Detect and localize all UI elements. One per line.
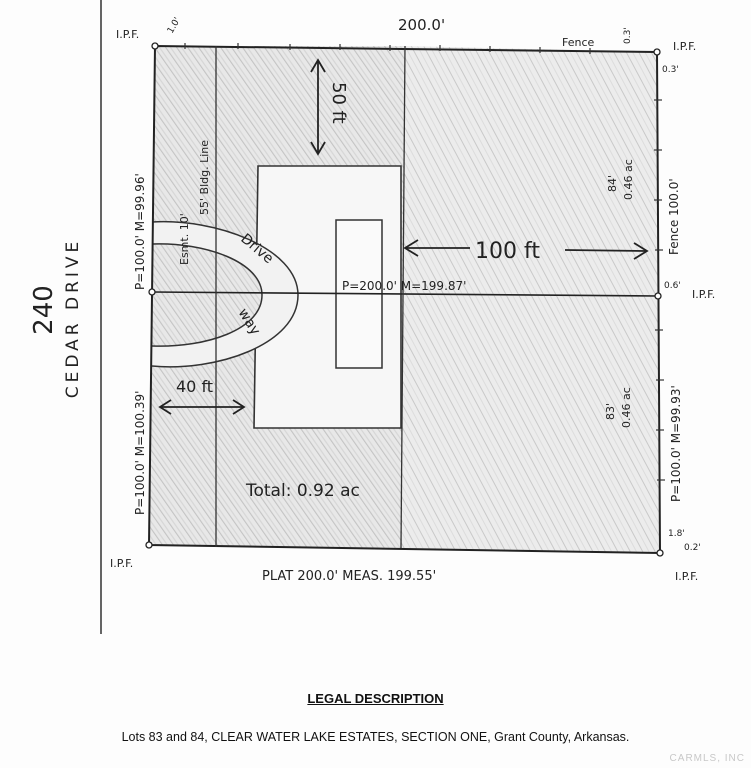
street-number: 240	[29, 285, 59, 335]
lot-83-area: 0.46 ac	[620, 387, 633, 428]
lot-shaded-east	[401, 46, 660, 553]
right-bottom-offset-b: 0.2'	[684, 543, 701, 553]
corner-pins	[145, 42, 664, 557]
top-fence-label: Fence	[562, 36, 595, 49]
top-right-offset-b: 0.3'	[662, 65, 679, 75]
top-fence-ticks	[184, 43, 591, 54]
street-name: CEDAR DRIVE	[63, 238, 83, 399]
driveway-inner	[151, 243, 263, 347]
dimension-100ft-arrow	[403, 239, 649, 260]
legal-description-title: LEGAL DESCRIPTION	[307, 691, 444, 706]
dimension-50ft-arrow	[310, 58, 326, 156]
right-mid-offset: 0.6'	[664, 281, 681, 291]
right-upper-fence-label: Fence 100.0'	[667, 178, 681, 255]
corner-label-top-right: I.P.F.	[673, 40, 696, 53]
corner-label-bottom-right: I.P.F.	[675, 570, 698, 583]
top-boundary-length: 200.0'	[398, 16, 445, 34]
dimension-50ft-label: 50 ft	[328, 82, 349, 124]
lot-84-number: 84'	[606, 175, 619, 192]
dimension-100ft-label: 100 ft	[475, 239, 540, 264]
bottom-boundary-length: PLAT 200.0' MEAS. 199.55'	[262, 569, 436, 584]
left-lower-measure: P=100.0' M=100.39'	[133, 391, 147, 515]
easement-label: Esmt. 10'	[178, 213, 191, 265]
middle-line-measure: P=200.0' M=199.87'	[342, 279, 466, 293]
dimension-40ft-arrow	[158, 399, 246, 415]
lot-84-area: 0.46 ac	[622, 159, 635, 200]
top-right-offset-a: 0.3'	[623, 27, 633, 44]
watermark-logo: CARMLS, INC	[669, 753, 745, 764]
right-bottom-offset-a: 1.8'	[668, 529, 685, 539]
corner-label-mid-right: I.P.F.	[692, 288, 715, 301]
corner-label-top-left: I.P.F.	[116, 28, 139, 41]
total-acreage: Total: 0.92 ac	[245, 481, 360, 501]
dimension-40ft-label: 40 ft	[176, 377, 213, 396]
right-fence-ticks	[654, 99, 665, 481]
top-left-offset: 1.0'	[166, 16, 183, 36]
legal-description-body: Lots 83 and 84, CLEAR WATER LAKE ESTATES…	[121, 730, 630, 744]
corner-label-bottom-left: I.P.F.	[110, 557, 133, 570]
lot-divider-line	[151, 291, 659, 297]
interior-vertical-line	[400, 45, 406, 549]
right-lower-measure: P=100.0' M=99.93'	[669, 385, 683, 502]
setback-line-label: 55' Bldg. Line	[198, 140, 211, 215]
lot-83-number: 83'	[604, 403, 617, 420]
left-upper-measure: P=100.0' M=99.96'	[133, 173, 147, 290]
